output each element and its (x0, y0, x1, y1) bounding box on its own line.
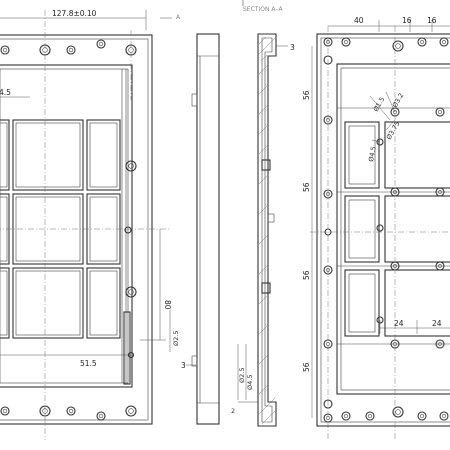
back-spacing-dim-2: 24 (432, 319, 442, 328)
back-hole-dim-3: Ø3.75 (385, 120, 402, 141)
front-height-dim: 80 (163, 300, 172, 310)
back-hole-dim-2: Ø3.2 (391, 92, 406, 109)
section-hole-dim-1: Ø2.5 (238, 368, 246, 383)
back-spacing-dim-1: 24 (394, 319, 404, 328)
section-marker: A (176, 14, 181, 21)
back-mounting-holes (323, 37, 449, 423)
back-top-dim-3: 16 (427, 16, 437, 25)
front-top-left-dim: 4.5 (0, 88, 11, 97)
section-thickness-dim: 3 (290, 43, 295, 52)
front-inner-frame (0, 64, 133, 388)
back-cell-grid (344, 121, 450, 337)
back-left-dim-4: 56 (302, 362, 311, 372)
front-offset-dim: 51.5 (80, 359, 97, 368)
front-plate-outline (0, 34, 153, 425)
back-hole-dim-4: Ø4.5 (367, 146, 378, 163)
back-left-dim-3: 56 (302, 270, 311, 280)
front-hole-dim: Ø2.5 (172, 331, 180, 346)
section-hatching (258, 36, 276, 425)
back-left-dim-2: 56 (302, 182, 311, 192)
back-left-dim-1: 56 (302, 90, 311, 100)
back-view: 40 16 16 56 56 56 56 Ø1.5 Ø3.2 Ø3.75 Ø4.… (302, 16, 450, 440)
section-bottom-dim: 2 (231, 407, 235, 415)
front-step-dim: 3 (181, 361, 186, 370)
back-top-dim-2: 16 (402, 16, 412, 25)
section-title: SECTION A–A (243, 6, 283, 13)
section-view: SECTION A–A (231, 0, 295, 427)
back-top-dim-1: 40 (354, 16, 364, 25)
front-width-dim: 127.8±0.10 (52, 9, 97, 18)
front-view: 127.8±0.10 A 4.5 80 Ø2.5 51.5 3 (0, 9, 196, 440)
side-view (191, 33, 220, 425)
back-plate-outline (316, 33, 450, 427)
back-hole-dim-1: Ø1.5 (372, 96, 387, 113)
section-hole-dim-2: Ø4.5 (246, 375, 254, 390)
